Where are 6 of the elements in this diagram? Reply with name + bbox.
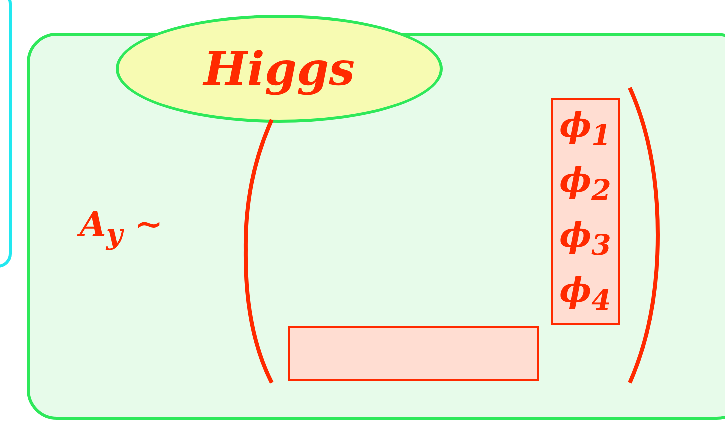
vector-component: ϕ$_{3}$: [560, 218, 612, 259]
vector-component: ϕ$_{2}$: [560, 164, 612, 204]
row-vector-box: [288, 326, 539, 381]
column-vector-box: [551, 98, 620, 325]
vector-component: ϕ$_{4}$: [560, 274, 612, 314]
vector-component: ϕ$_{1}$: [560, 109, 612, 150]
